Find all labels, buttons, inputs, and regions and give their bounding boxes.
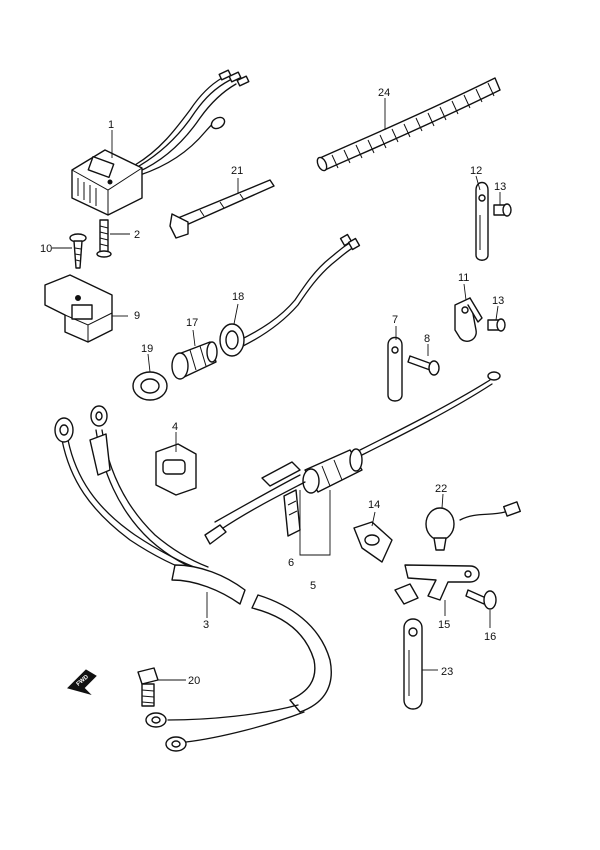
label-part-23: 23 [441, 666, 453, 678]
leader-lines [52, 98, 501, 681]
part-19-grommet[interactable] [132, 371, 168, 401]
part-2-bolt[interactable] [96, 219, 112, 258]
part-13b-screw[interactable] [487, 318, 506, 332]
label-part-16: 16 [484, 631, 496, 643]
label-part-15: 15 [438, 619, 450, 631]
label-part-2: 2 [134, 229, 140, 241]
part-13a-screw[interactable] [493, 203, 512, 217]
part-24-spiral-tube[interactable] [315, 77, 501, 172]
part-16-bolt[interactable] [465, 589, 497, 610]
part-1-rectifier[interactable] [71, 69, 250, 216]
label-part-20: 20 [188, 675, 200, 687]
part-20-bolt[interactable] [137, 667, 159, 707]
label-part-3: 3 [203, 619, 209, 631]
part-9-bracket[interactable] [44, 274, 113, 343]
label-part-22: 22 [435, 483, 447, 495]
label-part-21: 21 [231, 165, 243, 177]
label-part-13a: 13 [494, 181, 506, 193]
part-6-connector[interactable] [283, 489, 301, 537]
label-part-7: 7 [392, 314, 398, 326]
part-23-clamp[interactable] [403, 618, 423, 710]
part-labels: 1 2 3 4 5 6 7 8 9 10 11 12 13 13 14 15 1… [40, 87, 506, 687]
part-7-clamp[interactable] [387, 336, 403, 402]
part-12-clamp[interactable] [475, 181, 489, 261]
label-part-8: 8 [424, 333, 430, 345]
part-21-cable-tie[interactable] [169, 179, 275, 239]
label-part-4: 4 [172, 421, 178, 433]
forward-arrow-icon: FWD [67, 669, 97, 695]
label-part-11: 11 [458, 272, 469, 284]
label-part-24: 24 [378, 87, 390, 99]
label-part-14: 14 [368, 499, 380, 511]
part-4-grommet[interactable] [155, 443, 197, 496]
part-18-cable-grommet[interactable] [219, 233, 361, 357]
part-5-harness[interactable] [204, 371, 501, 556]
part-3-battery-cable[interactable] [54, 405, 332, 752]
part-10-screw[interactable] [69, 233, 87, 269]
part-17-connector[interactable] [171, 341, 218, 380]
label-part-12: 12 [470, 165, 482, 177]
label-part-18: 18 [232, 291, 244, 303]
label-part-17: 17 [186, 317, 198, 329]
part-22-switch[interactable] [425, 501, 521, 551]
label-part-9: 9 [134, 310, 140, 322]
label-part-19: 19 [141, 343, 153, 355]
part-15-bracket[interactable] [394, 564, 480, 605]
part-14-clamp[interactable] [353, 521, 393, 563]
part-11-clamp[interactable] [454, 297, 483, 342]
label-part-6: 6 [288, 557, 294, 569]
label-part-10: 10 [40, 243, 52, 255]
part-8-screw[interactable] [407, 355, 440, 376]
label-part-1: 1 [108, 119, 114, 131]
label-part-5: 5 [310, 580, 316, 592]
label-part-13b: 13 [492, 295, 504, 307]
